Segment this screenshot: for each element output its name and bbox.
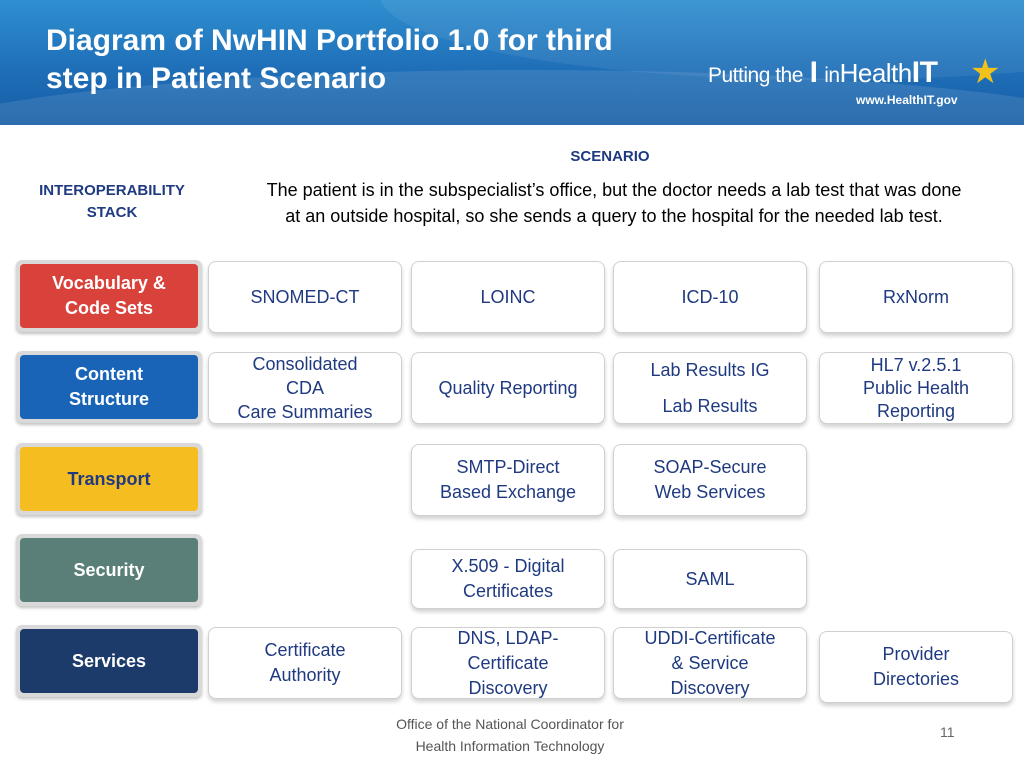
services-cell: DNS, LDAP- Certificate Discovery	[411, 627, 605, 699]
services-cell: UDDI-Certificate & Service Discovery	[613, 627, 807, 699]
layer-label: Services	[20, 629, 198, 693]
logo-text-putting: Putting the	[708, 64, 803, 87]
slide-header: Diagram of NwHIN Portfolio 1.0 for third…	[0, 0, 1024, 125]
healthit-logo: Putting the I inHealthIT ★ www.HealthIT.…	[708, 53, 1008, 116]
layer-transport: Transport	[16, 443, 202, 515]
page-number: 11	[940, 724, 955, 740]
content-cell: Consolidated CDA Care Summaries	[208, 352, 402, 424]
logo-url: www.HealthIT.gov	[856, 93, 958, 107]
stack-heading: INTEROPERABILITY STACK	[39, 182, 185, 221]
layer-content-structure: Content Structure	[16, 351, 202, 423]
footer-text: Office of the National Coordinator for H…	[396, 716, 624, 754]
vocab-cell: SNOMED-CT	[208, 261, 402, 333]
content-cell: Lab Results IG Lab Results	[613, 352, 807, 424]
layer-label: Vocabulary & Code Sets	[20, 264, 198, 328]
layer-label: Security	[20, 538, 198, 602]
transport-cell: SMTP-Direct Based Exchange	[411, 444, 605, 516]
scenario-heading: SCENARIO	[570, 148, 650, 165]
layer-label: Transport	[20, 447, 198, 511]
transport-cell: SOAP-Secure Web Services	[613, 444, 807, 516]
content-cell: Quality Reporting	[411, 352, 605, 424]
services-cell: Certificate Authority	[208, 627, 402, 699]
vocab-cell: RxNorm	[819, 261, 1013, 333]
layer-security: Security	[16, 534, 202, 606]
star-icon: ★	[970, 53, 1001, 91]
logo-text-it: IT	[911, 56, 938, 89]
layer-services: Services	[16, 625, 202, 697]
security-cell: X.509 - Digital Certificates	[411, 549, 605, 609]
slide-title: Diagram of NwHIN Portfolio 1.0 for third…	[46, 24, 613, 95]
vocab-cell: LOINC	[411, 261, 605, 333]
scenario-text: The patient is in the subspecialist’s of…	[266, 180, 962, 226]
logo-text-health: Health	[839, 58, 913, 88]
layer-vocabulary: Vocabulary & Code Sets	[16, 260, 202, 332]
content-cell: HL7 v.2.5.1 Public Health Reporting	[819, 352, 1013, 424]
layer-label: Content Structure	[20, 355, 198, 419]
logo-text-i: I	[809, 56, 818, 89]
vocab-cell: ICD-10	[613, 261, 807, 333]
logo-text: Putting the I inHealthIT	[708, 56, 938, 90]
security-cell: SAML	[613, 549, 807, 609]
logo-text-in: in	[824, 64, 840, 87]
services-cell: Provider Directories	[819, 631, 1013, 703]
